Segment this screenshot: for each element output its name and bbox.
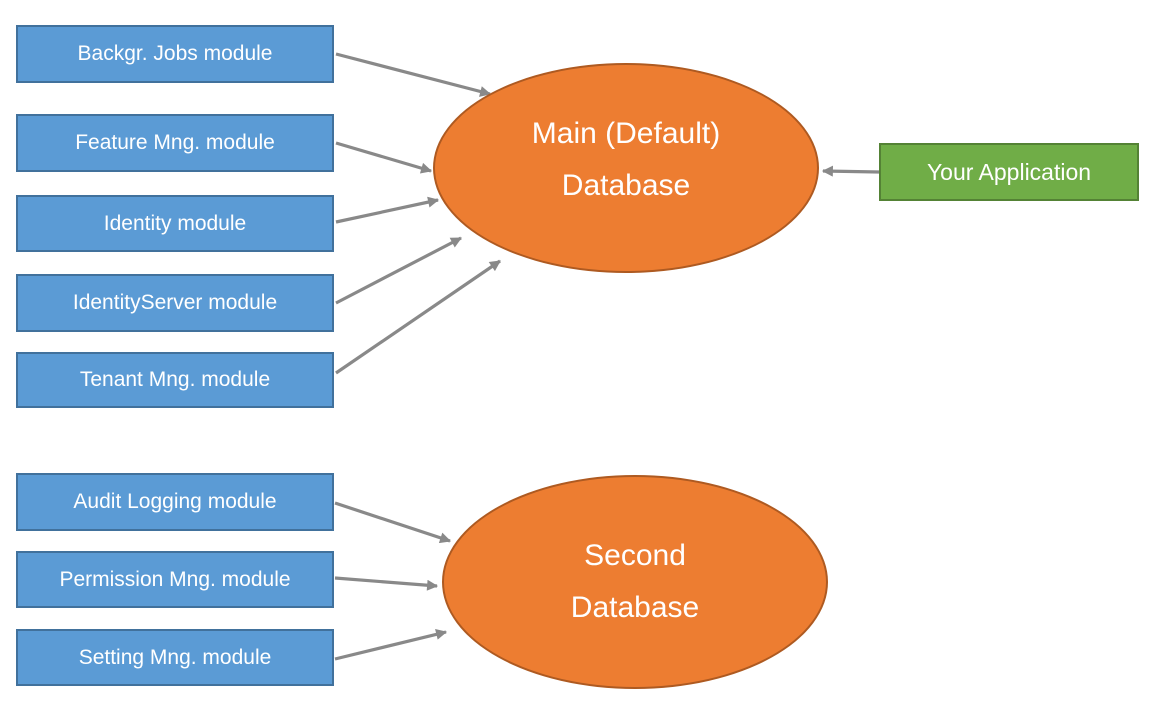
arrow-setting-mng-to-second-db	[334, 628, 448, 661]
module-box-identity: Identity module	[16, 195, 334, 252]
module-label-audit-logging: Audit Logging module	[73, 490, 277, 513]
your-application-box: Your Application	[879, 143, 1139, 201]
module-box-backgr-jobs: Backgr. Jobs module	[16, 25, 334, 83]
arrow-application-to-main-db	[821, 165, 880, 177]
module-label-identity: Identity module	[103, 211, 247, 235]
second-database-label-line1: Second	[584, 539, 686, 572]
main-database-ellipse: Main (Default) Database	[433, 63, 819, 273]
module-box-permission-mng: Permission Mng. module	[16, 551, 334, 608]
module-label-permission-mng: Permission Mng. module	[59, 567, 291, 591]
module-label-tenant-mng: Tenant Mng. module	[79, 368, 271, 391]
second-database-label: Second Database	[571, 530, 699, 634]
module-label-setting-mng: Setting Mng. module	[78, 645, 272, 669]
arrow-identity-to-main-db	[335, 196, 440, 224]
module-box-feature-mng: Feature Mng. module	[16, 114, 334, 172]
module-label-identityserver: IdentityServer module	[72, 291, 278, 314]
second-database-ellipse: Second Database	[442, 475, 828, 689]
module-label-backgr-jobs: Backgr. Jobs module	[77, 42, 273, 65]
second-database-label-line2: Database	[570, 591, 700, 624]
arrow-backgr-jobs-to-main-db	[335, 52, 492, 97]
arrow-feature-mng-to-main-db	[335, 141, 433, 174]
module-box-tenant-mng: Tenant Mng. module	[16, 352, 334, 408]
arrow-identityserver-to-main-db	[335, 236, 462, 305]
module-box-identityserver: IdentityServer module	[16, 274, 334, 332]
module-box-setting-mng: Setting Mng. module	[16, 629, 334, 686]
main-database-label-line2: Database	[561, 169, 691, 202]
arrow-audit-logging-to-second-db	[334, 501, 452, 544]
your-application-label: Your Application	[926, 158, 1092, 185]
module-box-audit-logging: Audit Logging module	[16, 473, 334, 531]
main-database-label: Main (Default) Database	[532, 108, 720, 212]
module-label-feature-mng: Feature Mng. module	[75, 131, 275, 154]
arrow-permission-mng-to-second-db	[334, 576, 439, 591]
arrow-tenant-mng-to-main-db	[335, 259, 501, 375]
main-database-label-line1: Main (Default)	[531, 117, 721, 150]
